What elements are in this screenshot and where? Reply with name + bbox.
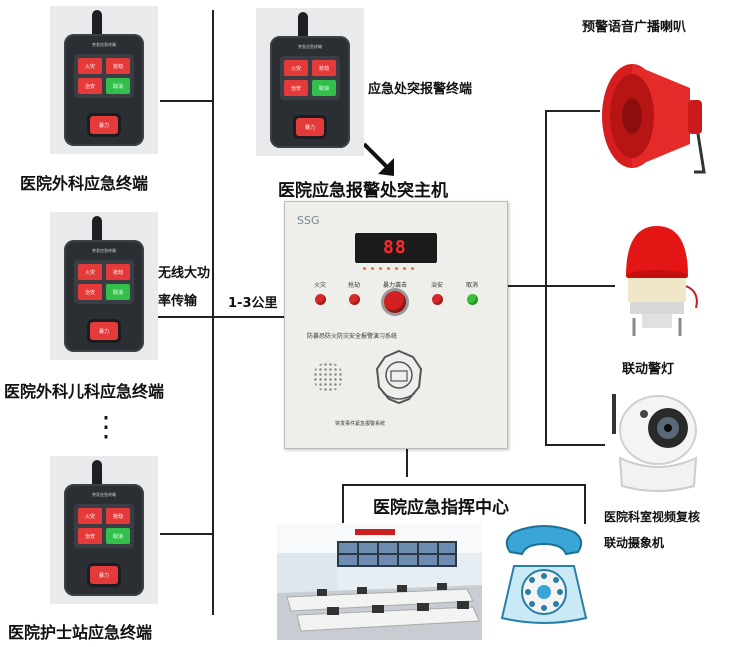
terminal-device-label: 突发应急终端 [92, 42, 116, 47]
host-btn-label-robbery: 抢劫 [347, 282, 360, 289]
warning-beacon-icon [626, 226, 698, 336]
key-violence[interactable]: 暴力 [90, 322, 118, 340]
telephone-icon [500, 525, 588, 624]
line-to-beacon [545, 285, 615, 287]
host-btn-cancel[interactable] [467, 294, 478, 305]
label-camera-line2: 联动摄象机 [604, 536, 665, 550]
ptz-camera-icon [612, 394, 698, 492]
key-cancel[interactable]: 取消 [106, 528, 130, 544]
label-command-center: 医院应急指挥中心 [373, 498, 509, 518]
ellipsis-vertical: ⋮ [92, 410, 120, 443]
led-indicators [363, 255, 429, 270]
right-link-line [506, 285, 546, 287]
police-emblem-icon [375, 349, 423, 405]
right-vertical-line [545, 110, 547, 446]
label-horn: 预警语音广播喇叭 [582, 20, 687, 35]
terminal-surgery-device: 突发应急终端 火灾 抢劫 治安 取消 暴力 [50, 6, 158, 154]
horn-speaker-icon [602, 64, 706, 174]
key-security[interactable]: 治安 [78, 528, 102, 544]
label-wireless-line2: 率传输 [158, 294, 198, 309]
key-pad: 火灾 抢劫 治安 取消 [74, 54, 134, 98]
key-robbery[interactable]: 抢劫 [106, 508, 130, 524]
line-to-camera [545, 444, 605, 446]
key-fire[interactable]: 火灾 [78, 264, 102, 280]
host-btn-robbery[interactable] [349, 294, 360, 305]
terminal-device-label: 突发应急终端 [298, 44, 322, 49]
key-robbery[interactable]: 抢劫 [106, 58, 130, 74]
host-btn-violence[interactable] [384, 291, 406, 313]
antenna-icon [92, 460, 102, 506]
key-pad: 火灾 抢劫 治安 取消 [74, 260, 134, 304]
arrow-icon [362, 142, 394, 176]
key-pad: 火灾 抢劫 治安 取消 [280, 56, 340, 100]
led-digits: 88 [383, 237, 407, 258]
key-security[interactable]: 治安 [284, 80, 308, 96]
label-wireless-line1: 无线大功 [158, 266, 211, 281]
line-terminal3 [160, 533, 214, 535]
key-fire[interactable]: 火灾 [78, 58, 102, 74]
left-vertical-line [212, 10, 214, 615]
label-host-title: 医院应急报警处突主机 [278, 181, 448, 201]
command-bar [342, 484, 586, 486]
line-to-host [154, 316, 286, 318]
terminal-device-label: 突发应急终端 [92, 492, 116, 497]
command-room-scene-icon [277, 523, 482, 640]
key-security[interactable]: 治安 [78, 78, 102, 94]
key-cancel[interactable]: 取消 [106, 78, 130, 94]
terminal-incident-device: 突发应急终端 火灾 抢劫 治安 取消 暴力 [256, 8, 364, 156]
antenna-icon [298, 12, 308, 58]
key-security[interactable]: 治安 [78, 284, 102, 300]
label-terminal-incident: 应急处突报警终端 [368, 82, 473, 97]
label-beacon: 联动警灯 [622, 362, 675, 377]
host-btn-label-violence: 暴力袭击 [382, 282, 407, 289]
command-right-drop [584, 484, 586, 524]
command-left-drop [342, 484, 344, 524]
label-terminal-surgery: 医院外科应急终端 [20, 174, 149, 193]
host-sub-name: 突发事件紧急报警系统 [335, 421, 386, 427]
terminal-device-label: 突发应急终端 [92, 248, 116, 253]
speaker-grille-icon [313, 362, 343, 392]
host-btn-label-security: 治安 [430, 282, 443, 289]
key-violence[interactable]: 暴力 [296, 118, 324, 136]
host-system-name: 防暴恐防火防灾安全报警演习系统 [307, 333, 398, 340]
line-terminal1 [160, 100, 214, 102]
key-violence[interactable]: 暴力 [90, 116, 118, 134]
terminal-pediatric-device: 突发应急终端 火灾 抢劫 治安 取消 暴力 [50, 212, 158, 360]
label-range: 1-3公里 [228, 296, 278, 311]
label-camera-line1: 医院科室视频复核 [604, 510, 701, 524]
terminal-body: 突发应急终端 火灾 抢劫 治安 取消 暴力 [64, 484, 144, 596]
brand-logo: SSG [297, 214, 320, 227]
terminal-body: 突发应急终端 火灾 抢劫 治安 取消 暴力 [270, 36, 350, 148]
command-room-image [277, 523, 482, 640]
line-to-horn [545, 110, 600, 112]
led-display: 88 [355, 233, 437, 270]
antenna-icon [92, 216, 102, 262]
terminal-nurse-device: 突发应急终端 火灾 抢劫 治安 取消 暴力 [50, 456, 158, 604]
key-cancel[interactable]: 取消 [312, 80, 336, 96]
host-btn-label-fire: 火灾 [313, 282, 326, 289]
key-cancel[interactable]: 取消 [106, 284, 130, 300]
key-robbery[interactable]: 抢劫 [312, 60, 336, 76]
host-btn-security[interactable] [432, 294, 443, 305]
terminal-body: 突发应急终端 火灾 抢劫 治安 取消 暴力 [64, 240, 144, 352]
key-pad: 火灾 抢劫 治安 取消 [74, 504, 134, 548]
antenna-icon [92, 10, 102, 56]
key-fire[interactable]: 火灾 [284, 60, 308, 76]
label-terminal-pediatric: 医院外科儿科应急终端 [4, 382, 165, 401]
key-violence[interactable]: 暴力 [90, 566, 118, 584]
host-btn-fire[interactable] [315, 294, 326, 305]
key-robbery[interactable]: 抢劫 [106, 264, 130, 280]
host-btn-label-cancel: 取消 [465, 282, 478, 289]
terminal-body: 突发应急终端 火灾 抢劫 治安 取消 暴力 [64, 34, 144, 146]
alarm-host-panel: SSG 88 火灾 抢劫 暴力袭击 治安 取消 防暴恐防火防灾安全报警演习系统 … [284, 201, 508, 449]
host-down-line [406, 447, 408, 477]
label-terminal-nurse: 医院护士站应急终端 [8, 623, 153, 642]
key-fire[interactable]: 火灾 [78, 508, 102, 524]
